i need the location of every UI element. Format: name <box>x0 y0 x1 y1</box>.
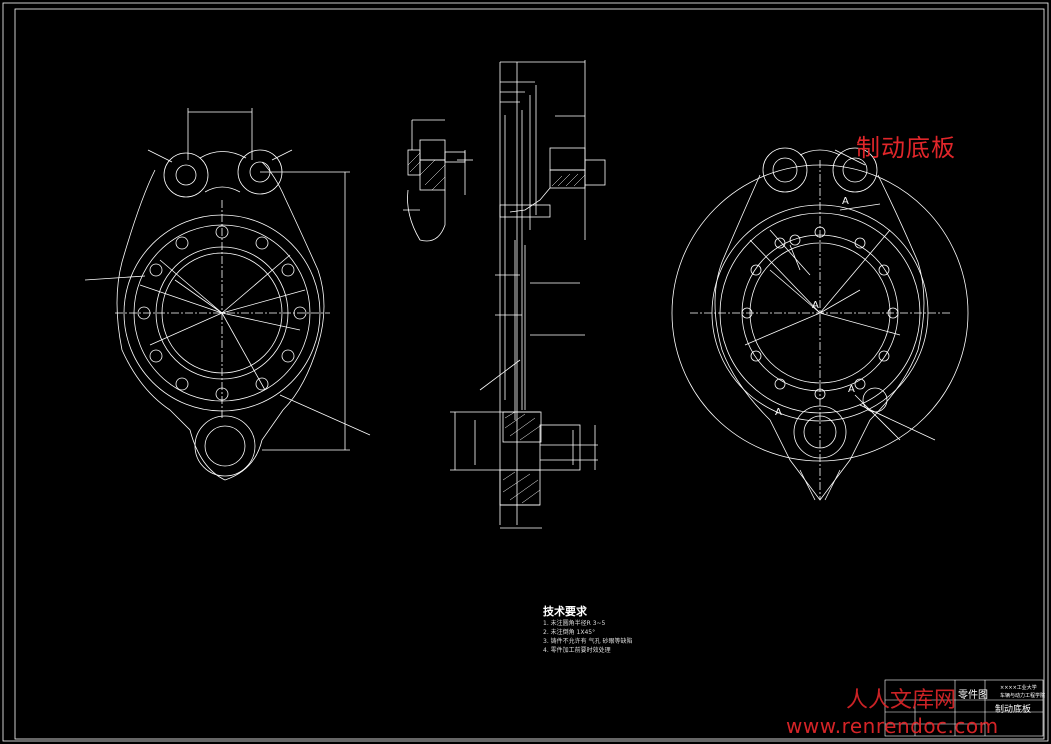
detail-hatching <box>407 152 446 191</box>
section-hatching <box>502 173 586 504</box>
title-block-lines <box>884 679 1044 737</box>
title-block-school: ××××工业大学 <box>1000 685 1037 691</box>
inner-frame <box>14 8 1045 740</box>
svg-text:A: A <box>775 407 782 418</box>
title-block-part-name: 制动底板 <box>995 705 1032 715</box>
title-block-dept: 车辆与动力工程学院 <box>1000 693 1046 699</box>
technical-requirements-title: 技术要求 <box>543 605 587 618</box>
part-name-overlay: 制动底板 <box>856 134 956 162</box>
svg-text:A: A <box>848 384 855 395</box>
detail-view <box>403 119 473 242</box>
tech-note: 3. 铸件不允许有 气孔 砂眼等缺陷 <box>543 638 633 645</box>
watermark-url: www.renrendoc.com <box>786 714 999 738</box>
svg-text:A: A <box>842 196 849 207</box>
tech-note: 1. 未注圆角半径R 3~5 <box>543 620 606 627</box>
right-view <box>671 147 969 501</box>
svg-text:A: A <box>812 300 819 311</box>
watermark-cn: 人人文库网 <box>846 688 957 713</box>
section-view <box>450 60 606 529</box>
tech-note: 4. 零件加工前要时效处理 <box>543 647 611 654</box>
tech-note: 2. 未注倒角 1X45° <box>543 629 596 636</box>
left-front-view <box>84 108 371 481</box>
title-block-drawing-type: 零件图 <box>958 690 988 701</box>
